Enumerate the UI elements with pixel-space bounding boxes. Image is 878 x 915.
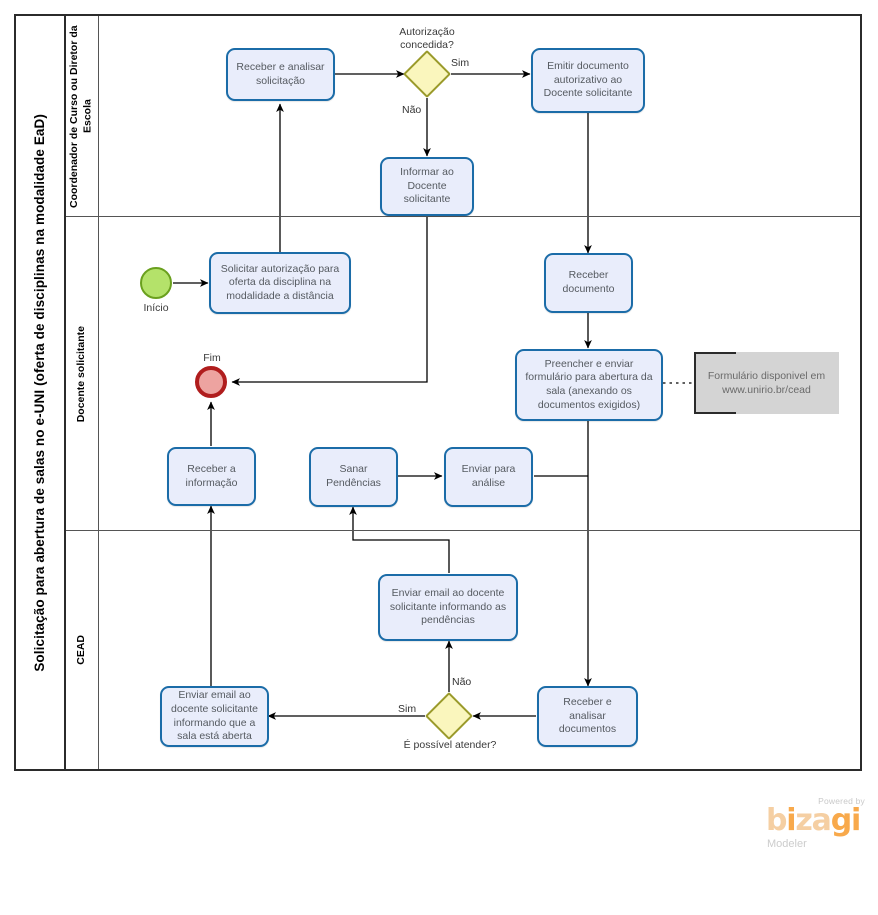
gateway-autorizacao-label-line2: concedida? bbox=[400, 39, 454, 52]
logo-product-name: Modeler bbox=[767, 838, 807, 850]
end-event-label: Fim bbox=[203, 352, 221, 364]
lane-label-docente-text: Docente solicitante bbox=[75, 325, 88, 423]
flow-informar-to-fim bbox=[231, 216, 428, 386]
task-informar-docente-solicitante[interactable]: Informar ao Docente solicitante bbox=[380, 157, 474, 216]
gateway-possivel-atender-label: É possível atender? bbox=[403, 739, 497, 751]
task-sanar-pendencias[interactable]: Sanar Pendências bbox=[309, 447, 398, 507]
end-event-fim[interactable] bbox=[195, 366, 227, 398]
gateway-autorizacao-label: Autorização concedida? bbox=[377, 26, 477, 52]
start-event-inicio[interactable] bbox=[140, 267, 172, 299]
task-receber-documento[interactable]: Receber documento bbox=[544, 253, 633, 313]
task-receber-analisar-documentos[interactable]: Receber e analisar documentos bbox=[537, 686, 638, 747]
lane-label-cead-text: CEAD bbox=[75, 635, 88, 665]
gateway-autorizacao-label-line1: Autorização bbox=[399, 26, 455, 38]
logo-powered-by-text: Powered by bbox=[818, 796, 865, 806]
task-receber-analisar-solicitacao[interactable]: Receber e analisar solicitação bbox=[226, 48, 335, 101]
task-preencher-enviar-formulario[interactable]: Preencher e enviar formulário para abert… bbox=[515, 349, 663, 421]
pool-title: Solicitação para abertura de salas no e-… bbox=[16, 16, 66, 769]
logo-wordmark: bizagi bbox=[766, 803, 861, 838]
annotation-bracket bbox=[694, 352, 736, 414]
lane-label-coordenador: Coordenador de Curso ou Diretor da Escol… bbox=[66, 16, 99, 217]
logo-letter-b: b bbox=[766, 803, 787, 838]
logo-letter-i: i bbox=[786, 803, 796, 838]
task-enviar-para-analise[interactable]: Enviar para análise bbox=[444, 447, 533, 507]
task-solicitar-autorizacao[interactable]: Solicitar autorização para oferta da dis… bbox=[209, 252, 351, 314]
lane-label-docente: Docente solicitante bbox=[66, 217, 99, 531]
process-pool bbox=[14, 14, 862, 771]
flow-label-sim-gateway1: Sim bbox=[451, 57, 470, 69]
start-event-label: Início bbox=[143, 302, 169, 314]
flow-email-pendencias-to-sanar bbox=[349, 506, 450, 573]
task-enviar-email-sala-aberta[interactable]: Enviar email ao docente solicitante info… bbox=[160, 686, 269, 747]
bizagi-logo: Powered by bizagi Modeler bbox=[762, 796, 867, 858]
task-emitir-documento-autorizativo[interactable]: Emitir documento autorizativo ao Docente… bbox=[531, 48, 645, 113]
flow-label-nao-gateway1: Não bbox=[402, 104, 422, 116]
logo-letter-g: g bbox=[830, 803, 852, 838]
task-enviar-email-pendencias[interactable]: Enviar email ao docente solicitante info… bbox=[378, 574, 518, 641]
annotation-line2: www.unirio.br/cead bbox=[722, 384, 811, 396]
lane-label-coordenador-text: Coordenador de Curso ou Diretor da Escol… bbox=[68, 25, 94, 208]
logo-letters-za: za bbox=[795, 803, 832, 838]
annotation-formulario-disponivel: Formulário disponivel em www.unirio.br/c… bbox=[694, 352, 839, 414]
annotation-line1: Formulário disponivel em bbox=[707, 369, 826, 382]
lane-separator-1 bbox=[66, 216, 860, 217]
lane-separator-2 bbox=[66, 530, 860, 531]
pool-title-text: Solicitação para abertura de salas no e-… bbox=[31, 113, 47, 672]
flow-label-sim-gateway2: Sim bbox=[398, 703, 417, 715]
flow-label-nao-gateway2: Não bbox=[452, 676, 472, 688]
task-receber-informacao[interactable]: Receber a informação bbox=[167, 447, 256, 506]
logo-letter-i2: i bbox=[850, 803, 861, 838]
lane-label-cead: CEAD bbox=[66, 531, 99, 769]
